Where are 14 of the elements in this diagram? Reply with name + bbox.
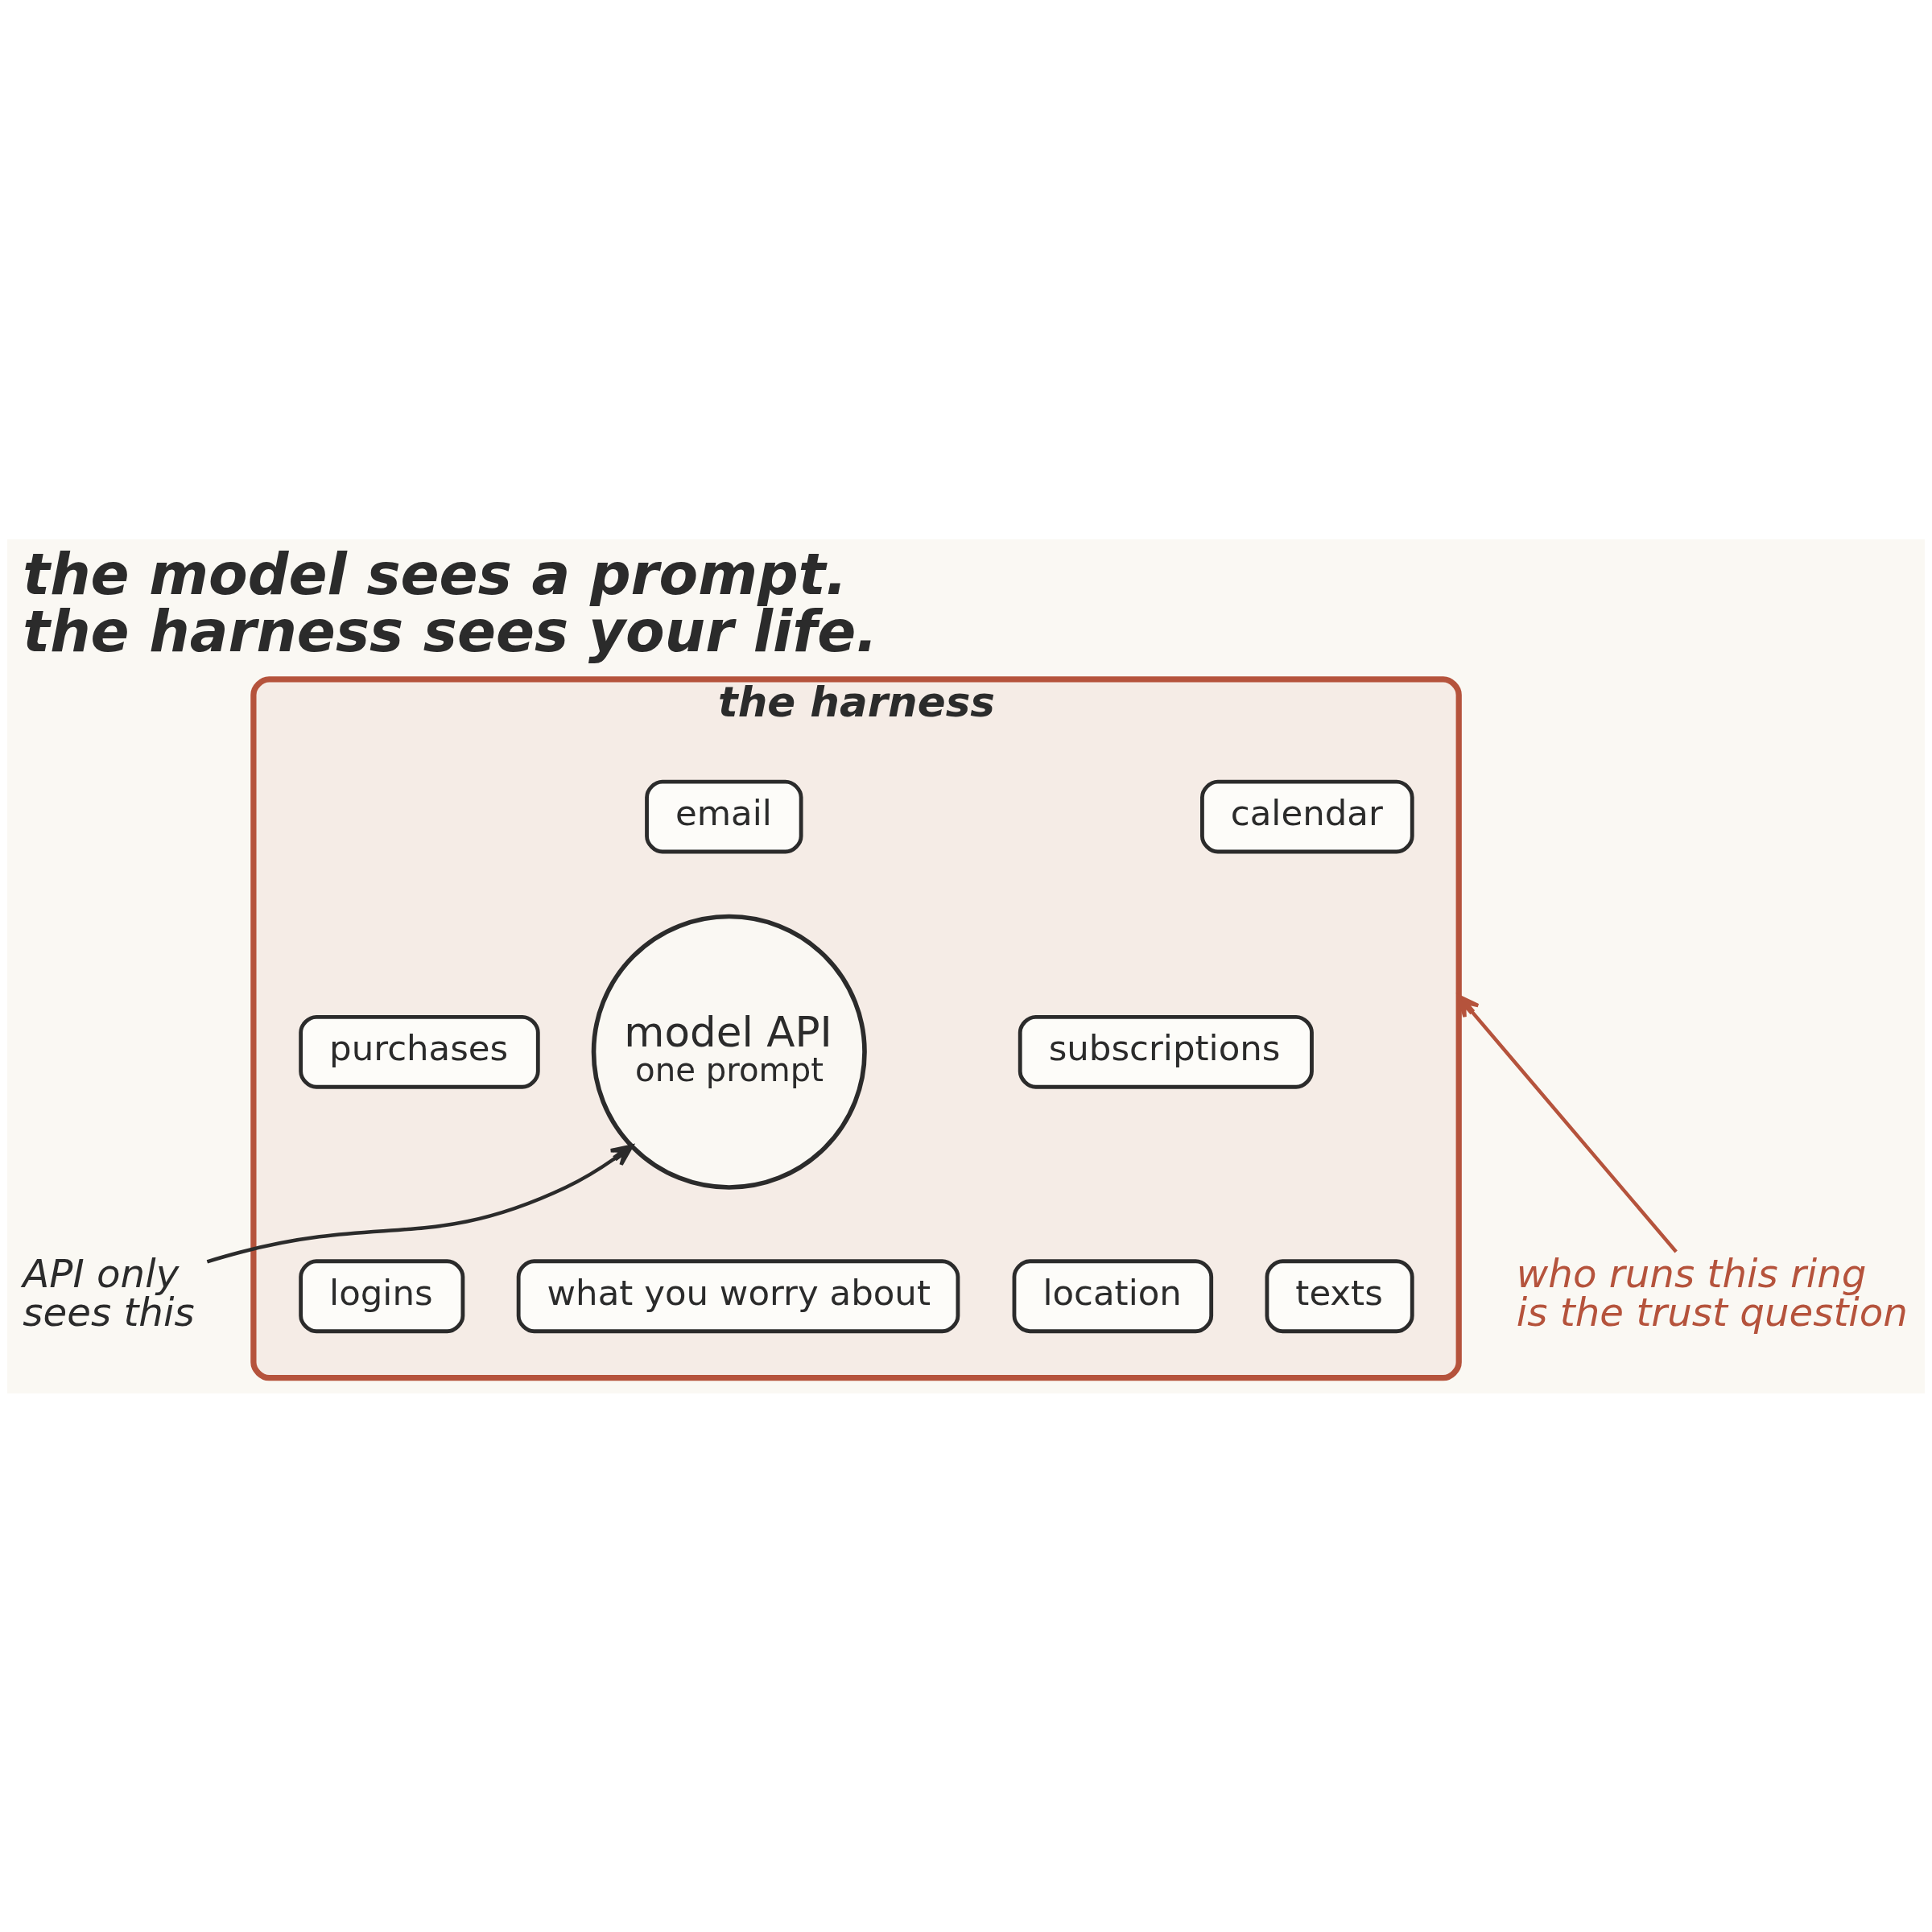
node-box: location bbox=[1012, 1258, 1214, 1333]
node-box: what you worry about bbox=[516, 1258, 960, 1333]
node-box: email bbox=[645, 779, 803, 853]
node-circle: model API one prompt bbox=[591, 914, 867, 1190]
node-box: calendar bbox=[1200, 779, 1414, 853]
arrow bbox=[206, 1143, 634, 1263]
diagram-title: the model sees a prompt. the harness sees your life. bbox=[23, 540, 878, 665]
arrow bbox=[1456, 993, 1678, 1253]
node-text: who runs this ring is the trust question bbox=[1516, 1250, 1908, 1335]
node-box: subscriptions bbox=[1018, 1014, 1314, 1089]
node-box: purchases bbox=[299, 1014, 540, 1089]
node-box: logins bbox=[299, 1258, 465, 1333]
node-text: API only sees this bbox=[23, 1250, 195, 1335]
node-box: texts bbox=[1265, 1258, 1414, 1333]
